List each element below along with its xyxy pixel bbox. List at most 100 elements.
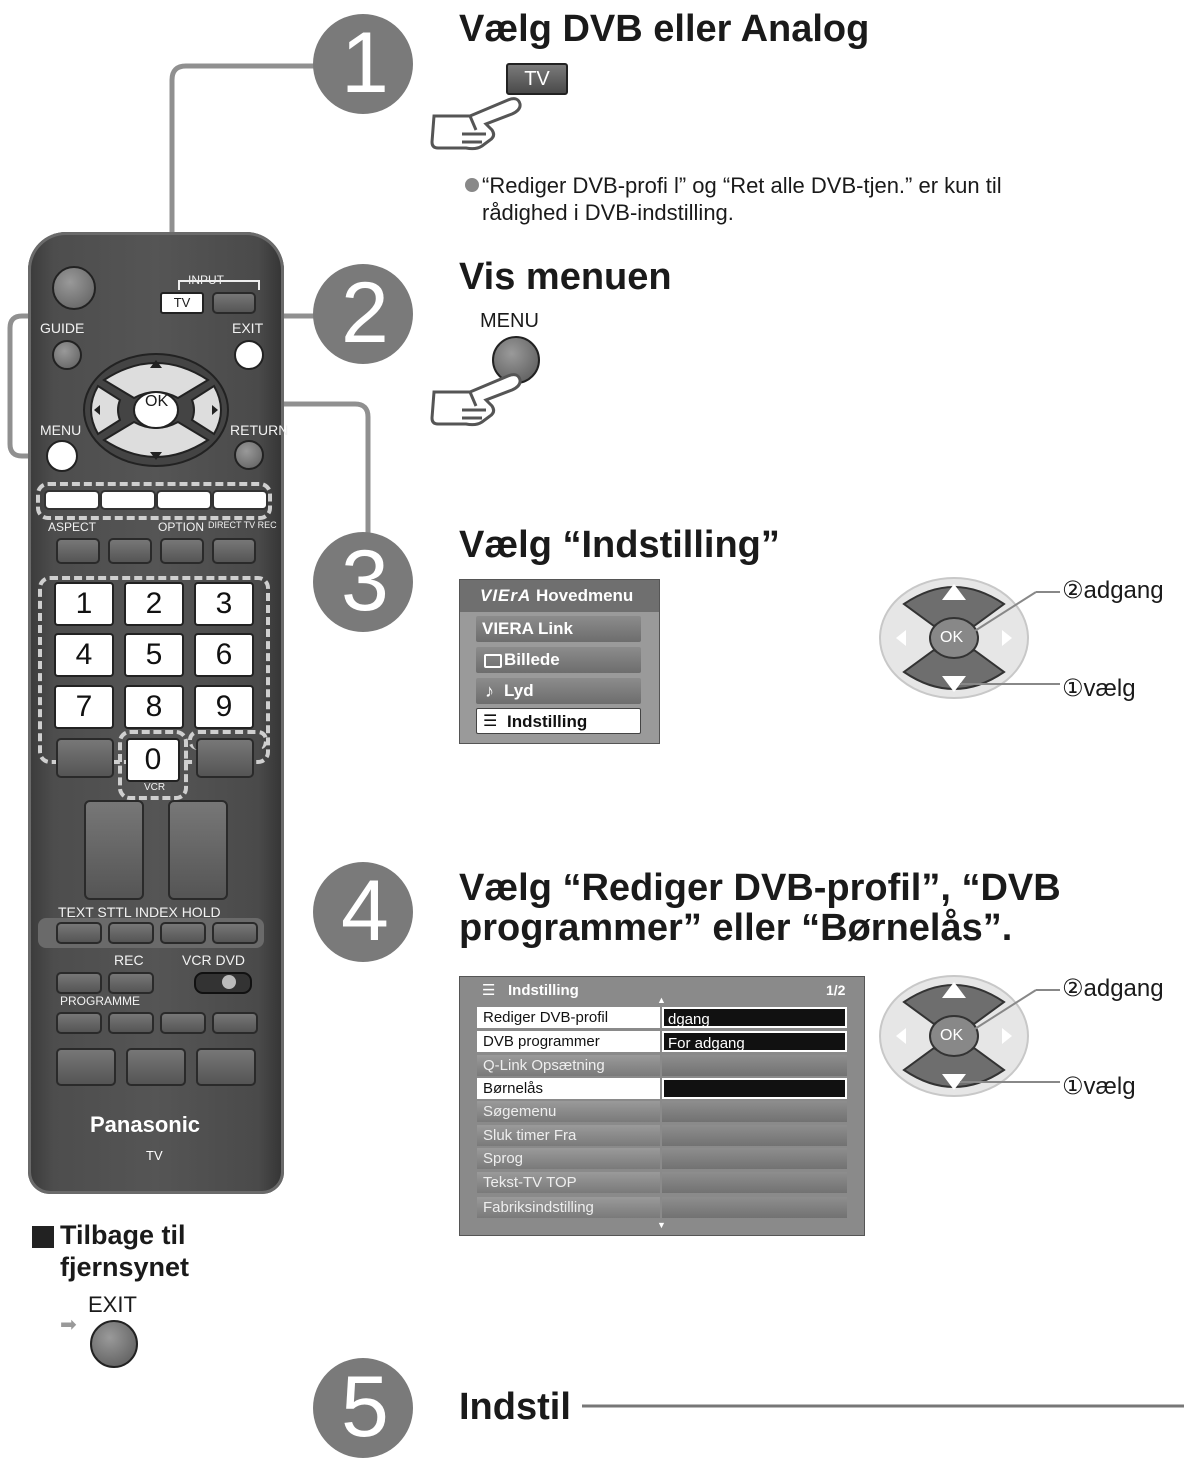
setup-menu-title: Indstilling xyxy=(508,982,579,999)
text-button[interactable] xyxy=(56,922,102,944)
blue-key[interactable] xyxy=(212,490,268,510)
direct-tv-rec-button[interactable] xyxy=(212,538,256,564)
setup-menu-screen: ☰ Indstilling 1/2 ▲ Rediger DVB-profil d… xyxy=(459,976,865,1236)
scroll-down-icon: ▼ xyxy=(657,1220,666,1230)
setup-row-dvb-programmer[interactable]: DVB programmer For adgang xyxy=(477,1031,847,1052)
tv-input-button[interactable]: TV xyxy=(160,292,204,314)
option-label: OPTION xyxy=(158,520,205,534)
step-number: 3 xyxy=(341,533,389,629)
switch-knob xyxy=(222,975,236,989)
setup-row-value xyxy=(662,1197,847,1218)
step-circle-4: 4 xyxy=(313,862,413,962)
remote-menu-button[interactable] xyxy=(46,440,78,472)
right-side-button[interactable] xyxy=(196,738,254,778)
page-indicator: 1/2 xyxy=(826,982,846,998)
number-key-9[interactable]: 9 xyxy=(194,685,254,729)
menu-item-indstilling[interactable]: ☰ Indstilling xyxy=(476,708,641,734)
stop-button[interactable] xyxy=(108,1012,154,1034)
setup-row-sogemenu[interactable]: Søgemenu xyxy=(477,1101,847,1122)
right-side-highlight xyxy=(188,730,268,750)
number-key-0[interactable]: 0 xyxy=(126,738,180,782)
rec-label: REC xyxy=(114,952,144,968)
menu-item-lyd[interactable]: ♪ Lyd xyxy=(476,678,641,704)
text-row-label: TEXT STTL INDEX HOLD xyxy=(58,904,221,920)
exit-button[interactable] xyxy=(90,1320,138,1368)
play-right-button[interactable] xyxy=(196,1048,256,1086)
access-label: ②adgang xyxy=(1062,577,1164,604)
hold-button[interactable] xyxy=(212,922,258,944)
aspect-button[interactable] xyxy=(56,538,100,564)
back-title-line1: Tilbage til xyxy=(60,1220,186,1250)
number-key-3[interactable]: 3 xyxy=(194,582,254,626)
rec-button[interactable] xyxy=(108,972,154,994)
remote-ok-label: OK xyxy=(145,393,169,410)
ok-label: OK xyxy=(940,1027,964,1044)
number-key-1[interactable]: 1 xyxy=(54,582,114,626)
zero-key-highlight xyxy=(118,730,188,800)
picture-icon xyxy=(484,654,502,668)
setup-row-tekst-tv-top[interactable]: Tekst-TV TOP xyxy=(477,1172,847,1193)
step-circle-5: 5 xyxy=(313,1358,413,1458)
pause-button[interactable] xyxy=(160,1012,206,1034)
guide-button[interactable] xyxy=(52,340,82,370)
number-key-7[interactable]: 7 xyxy=(54,685,114,729)
setup-row-label: Søgemenu xyxy=(477,1101,660,1122)
tv-button[interactable]: TV xyxy=(506,63,568,95)
menu-item-label: Billede xyxy=(504,650,560,669)
remote-exit-button[interactable] xyxy=(234,340,264,370)
number-key-6[interactable]: 6 xyxy=(194,633,254,677)
callout-lines xyxy=(960,989,1060,1083)
volume-rocker[interactable] xyxy=(84,800,144,900)
exit-label: EXIT xyxy=(232,320,264,336)
setup-row-sprog[interactable]: Sprog xyxy=(477,1148,847,1169)
left-side-button[interactable] xyxy=(56,738,114,778)
number-key-5[interactable]: 5 xyxy=(124,633,184,677)
tv-button-label: TV xyxy=(524,68,550,90)
blank-button[interactable] xyxy=(108,538,152,564)
remote-dpad[interactable] xyxy=(80,350,232,470)
viera-logo: VIErA xyxy=(480,586,532,605)
channel-rocker[interactable] xyxy=(168,800,228,900)
menu-label: MENU xyxy=(40,422,82,438)
setup-row-sluk-timer[interactable]: Sluk timer Fra xyxy=(477,1125,847,1146)
setup-row-fabriksindstilling[interactable]: Fabriksindstilling xyxy=(477,1197,847,1218)
prev-button[interactable] xyxy=(56,1012,102,1034)
yellow-key[interactable] xyxy=(156,490,212,510)
number-key-4[interactable]: 4 xyxy=(54,633,114,677)
number-key-8[interactable]: 8 xyxy=(124,685,184,729)
callout-lines xyxy=(960,591,1060,685)
setup-row-value xyxy=(662,1078,847,1099)
setup-row-label: Fabriksindstilling xyxy=(477,1197,660,1218)
step-5-title: Indstil xyxy=(459,1386,571,1428)
setup-row-label: Rediger DVB-profil xyxy=(477,1007,660,1028)
list-icon: ☰ xyxy=(482,982,496,999)
power-button[interactable] xyxy=(52,266,96,310)
step-circle-2: 2 xyxy=(313,264,413,364)
number-key-2[interactable]: 2 xyxy=(124,582,184,626)
setup-row-q-link[interactable]: Q-Link Opsætning xyxy=(477,1055,847,1076)
vcr-label: VCR xyxy=(144,782,166,793)
av-input-button[interactable] xyxy=(212,292,256,314)
scroll-up-icon: ▲ xyxy=(657,995,666,1005)
green-key[interactable] xyxy=(100,490,156,510)
select-label: ①vælg xyxy=(1062,1073,1136,1100)
play-button[interactable] xyxy=(126,1048,186,1086)
option-button[interactable] xyxy=(160,538,204,564)
menu-item-viera-link[interactable]: VIERA Link xyxy=(476,616,641,642)
play-left-button[interactable] xyxy=(56,1048,116,1086)
vcr-dvd-switch[interactable] xyxy=(194,972,252,994)
subtitle-button[interactable] xyxy=(108,922,154,944)
menu-button-label: MENU xyxy=(480,310,539,332)
setup-row-value xyxy=(662,1101,847,1122)
return-button[interactable] xyxy=(234,440,264,470)
setup-row-bornelas[interactable]: Børnelås xyxy=(477,1078,847,1099)
guide-label: GUIDE xyxy=(40,320,85,336)
index-button[interactable] xyxy=(160,922,206,944)
menu-item-billede[interactable]: Billede xyxy=(476,647,641,673)
setup-row-rediger-dvb-profil[interactable]: Rediger DVB-profil dgang xyxy=(477,1007,847,1028)
access-label: ②adgang xyxy=(1062,975,1164,1002)
bullet-dot-icon xyxy=(465,178,479,192)
next-button[interactable] xyxy=(212,1012,258,1034)
rewind-button[interactable] xyxy=(56,972,102,994)
red-key[interactable] xyxy=(44,490,100,510)
